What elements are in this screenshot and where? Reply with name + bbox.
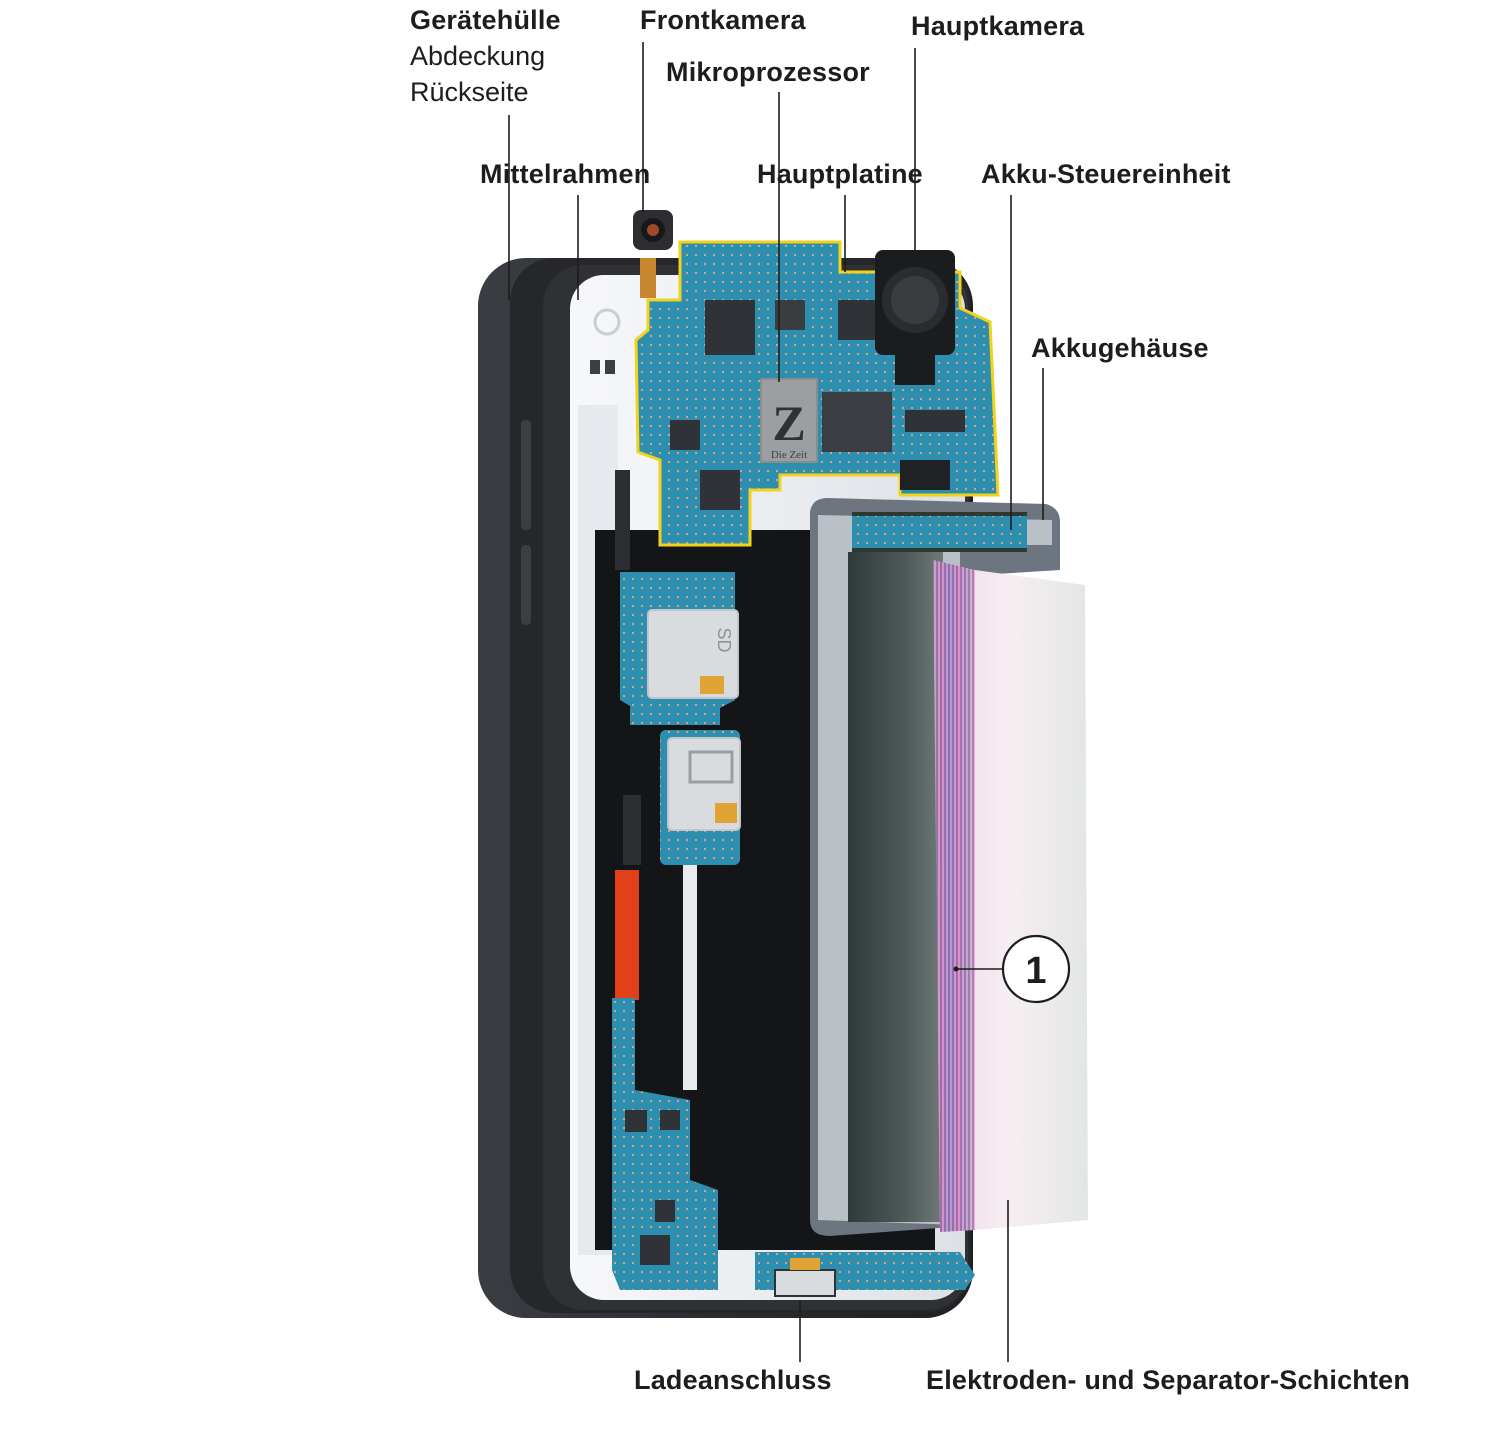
battery-control-board bbox=[852, 512, 1027, 552]
callout-number: 1 bbox=[1025, 950, 1046, 992]
label-ladeanschluss: Ladeanschluss bbox=[634, 1365, 832, 1395]
label-akkugehaeuse: Akkugehäuse bbox=[1031, 333, 1209, 363]
label-rueckseite: Rückseite bbox=[410, 77, 529, 107]
label-hauptplatine: Hauptplatine bbox=[757, 159, 923, 189]
chip-brand: Die Zeit bbox=[771, 449, 807, 461]
label-mittelrahmen: Mittelrahmen bbox=[480, 159, 651, 189]
label-geraetehuelle: Gerätehülle bbox=[410, 5, 561, 35]
callout-anchor-dot bbox=[953, 966, 959, 972]
main-camera bbox=[875, 250, 955, 385]
electrode-separator-layers bbox=[933, 560, 1088, 1232]
sd-card-label: SD bbox=[714, 627, 734, 652]
label-elektroden-separator-schichten: Elektroden- und Separator-Schichten bbox=[926, 1365, 1411, 1395]
label-abdeckung: Abdeckung bbox=[410, 41, 546, 71]
lower-board bbox=[612, 998, 718, 1290]
leader-lines bbox=[508, 42, 1044, 1362]
microprocessor-chip bbox=[760, 378, 818, 463]
chip-logo: Z bbox=[772, 395, 805, 451]
sim-card-board bbox=[660, 730, 741, 865]
bottom-board bbox=[755, 1252, 975, 1297]
label-mikroprozessor: Mikroprozessor bbox=[666, 57, 870, 87]
label-frontkamera: Frontkamera bbox=[640, 5, 806, 35]
label-hauptkamera: Hauptkamera bbox=[911, 11, 1085, 41]
battery-housing bbox=[810, 498, 1060, 1236]
label-akku-steuereinheit: Akku-Steuereinheit bbox=[981, 159, 1231, 189]
callout-marker bbox=[1001, 934, 1071, 1004]
sd-card-board bbox=[620, 572, 739, 725]
front-camera bbox=[633, 210, 673, 298]
ribbon-cables bbox=[615, 470, 697, 1090]
